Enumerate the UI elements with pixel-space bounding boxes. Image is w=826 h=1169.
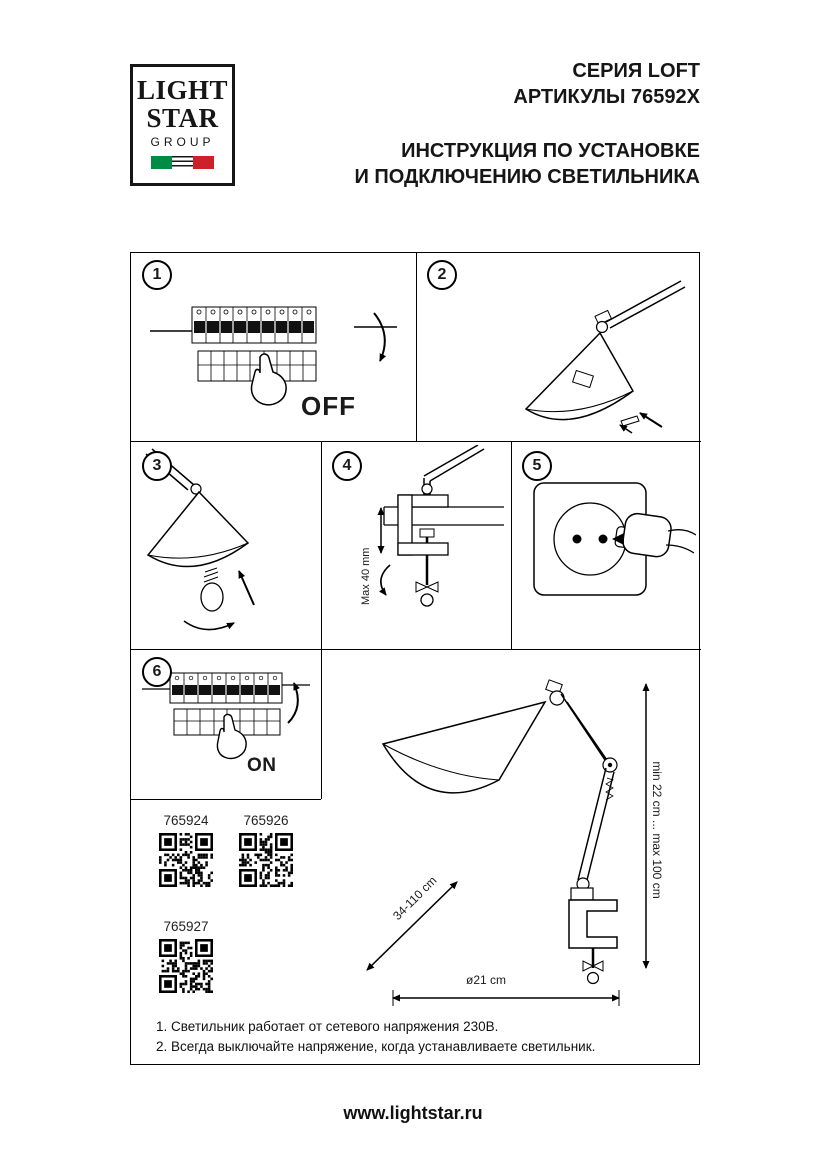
qr-code-765926 — [239, 833, 293, 887]
power-off-label: OFF — [301, 391, 356, 421]
note-safety: 2. Всегда выключайте напряжение, когда у… — [156, 1039, 596, 1054]
website-url: www.lightstar.ru — [343, 1103, 483, 1123]
article-code-765926: 765926 — [243, 813, 289, 828]
header-spacer — [354, 110, 700, 138]
step-5-number: 5 — [522, 451, 552, 481]
socket-plug-illustration — [533, 482, 696, 596]
grid-line — [511, 441, 512, 649]
step-4-number: 4 — [332, 451, 362, 481]
lamp-head-assembly-illustration — [524, 280, 686, 434]
step-1-number: 1 — [142, 260, 172, 290]
italian-flag-icon — [150, 156, 215, 169]
instruction-title-line2: И ПОДКЛЮЧЕНИЮ СВЕТИЛЬНИКА — [354, 166, 700, 188]
instruction-grid: 1 2 3 4 5 6 OFF — [130, 252, 701, 1065]
grid-line — [131, 799, 321, 800]
grid-line — [321, 441, 322, 649]
step-6-number: 6 — [142, 657, 172, 687]
grid-line — [131, 441, 701, 442]
breaker-panel-off-illustration — [150, 306, 397, 406]
max-table-thickness-label: Max 40 mm — [360, 547, 372, 605]
clamp-mount-illustration — [377, 445, 504, 607]
height-dimension-label: min 22 cm ... max 100 cm — [650, 761, 664, 899]
logo-text-light: LIGHT — [136, 75, 229, 105]
lamp-overview-illustration — [366, 679, 650, 1006]
grid-line — [416, 253, 417, 441]
logo-text-group: GROUP — [150, 135, 215, 149]
bulb-install-illustration — [145, 448, 255, 631]
step-2-number: 2 — [427, 260, 457, 290]
shade-diameter-label: ø21 cm — [465, 973, 506, 987]
power-on-label: ON — [247, 755, 277, 776]
article-code-765924: 765924 — [163, 813, 209, 828]
document-header: СЕРИЯ LOFT АРТИКУЛЫ 76592X ИНСТРУКЦИЯ ПО… — [354, 58, 700, 190]
grid-line — [131, 649, 701, 650]
article-code-765927: 765927 — [163, 919, 209, 934]
instruction-title-line1: ИНСТРУКЦИЯ ПО УСТАНОВКЕ — [401, 140, 700, 162]
note-voltage: 1. Светильник работает от сетевого напря… — [156, 1019, 499, 1034]
step-3-number: 3 — [142, 451, 172, 481]
grid-line — [321, 649, 322, 799]
articles-title: АРТИКУЛЫ 76592X — [513, 86, 700, 108]
qr-code-765927 — [159, 939, 213, 993]
logo-text-star: STAR — [146, 103, 219, 133]
lightstar-logo: LIGHT STAR GROUP — [130, 64, 235, 186]
qr-code-765924 — [159, 833, 213, 887]
series-title: СЕРИЯ LOFT — [572, 60, 700, 82]
breaker-panel-on-illustration — [142, 672, 310, 760]
